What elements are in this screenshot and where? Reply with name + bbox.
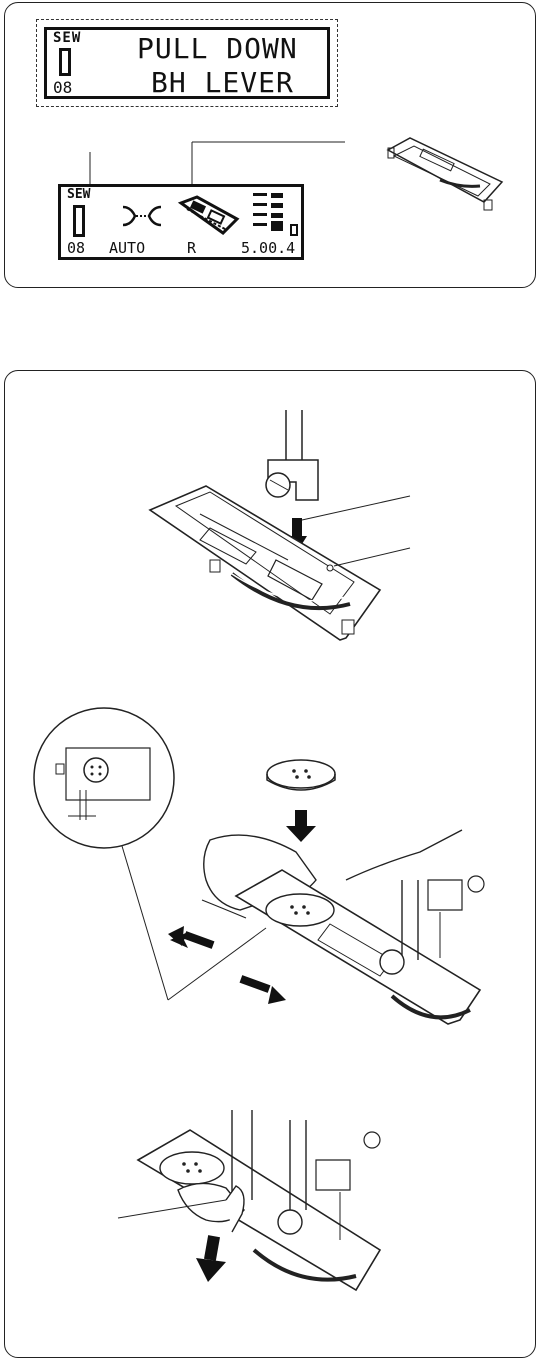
pull-lever-illustration xyxy=(0,0,540,1362)
